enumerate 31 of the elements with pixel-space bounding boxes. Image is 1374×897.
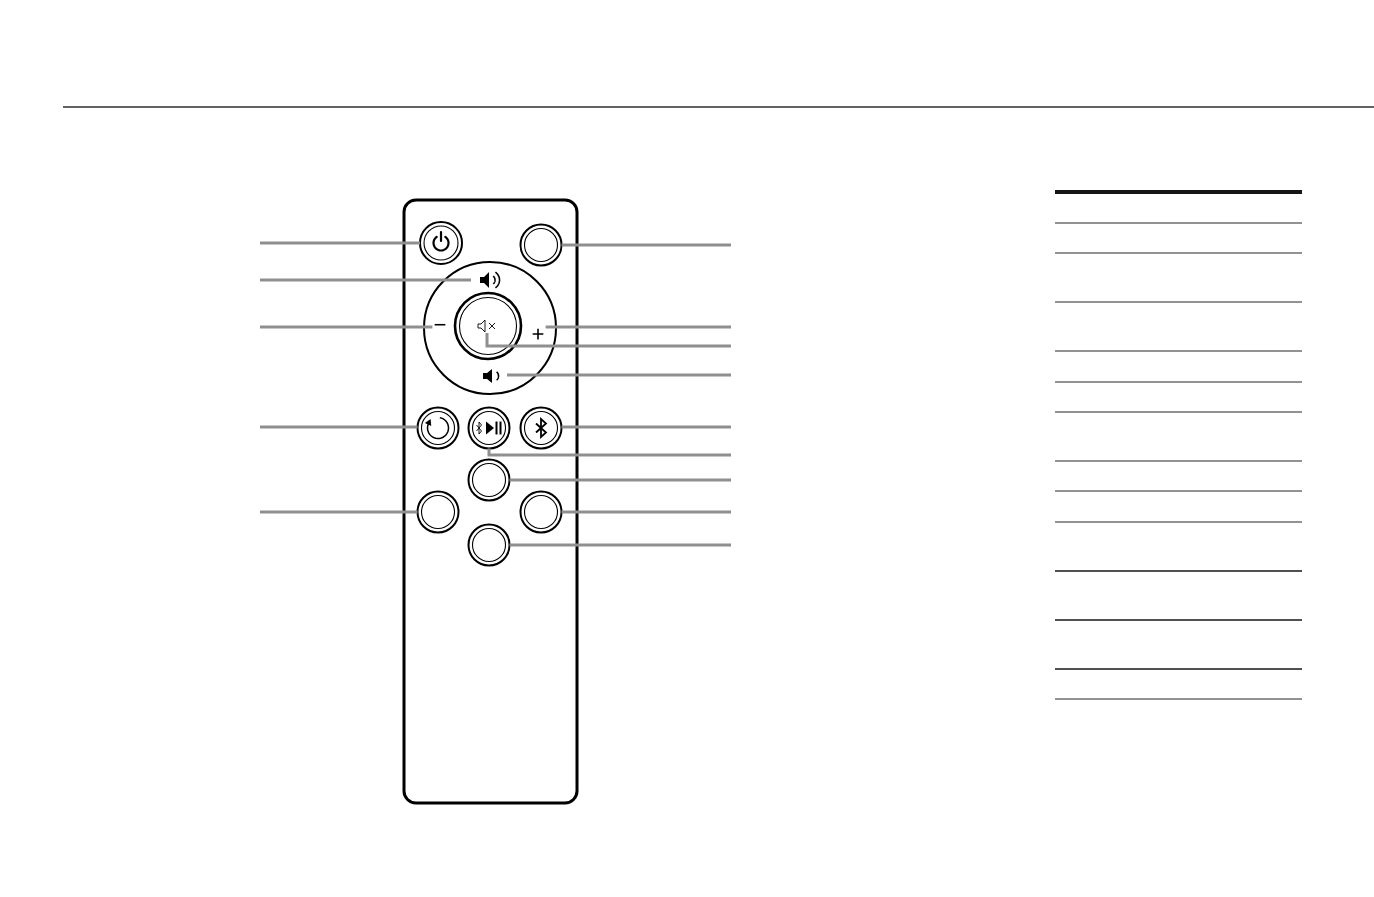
bluetooth-button	[519, 406, 563, 450]
mute-button	[453, 291, 523, 361]
remote-body	[402, 198, 579, 805]
leader-line	[507, 373, 731, 377]
leader-line	[260, 241, 420, 245]
leader-line	[260, 278, 471, 282]
leader-line	[561, 425, 731, 429]
leader-line	[545, 325, 731, 329]
leader-line	[509, 478, 731, 482]
leader-line	[509, 543, 731, 547]
round-button	[519, 490, 563, 534]
power-button	[419, 221, 463, 265]
round-button	[519, 223, 563, 267]
leader-line	[260, 510, 418, 514]
round-button	[416, 490, 460, 534]
plus-sign: +	[532, 328, 544, 340]
leader-line	[260, 325, 433, 329]
round-button	[467, 523, 511, 567]
leader-line	[561, 510, 731, 514]
mute-icon	[477, 319, 496, 333]
round-button	[467, 458, 511, 502]
volume-up-icon	[480, 271, 501, 289]
control-ring	[423, 261, 557, 395]
leader-line	[561, 243, 731, 247]
leader-line	[260, 425, 418, 429]
leader-line	[487, 448, 731, 457]
leader-line	[485, 333, 731, 348]
repeat-button	[416, 406, 460, 450]
play-pause-button	[467, 406, 511, 450]
volume-down-icon	[483, 369, 500, 383]
minus-sign: −	[434, 323, 446, 326]
